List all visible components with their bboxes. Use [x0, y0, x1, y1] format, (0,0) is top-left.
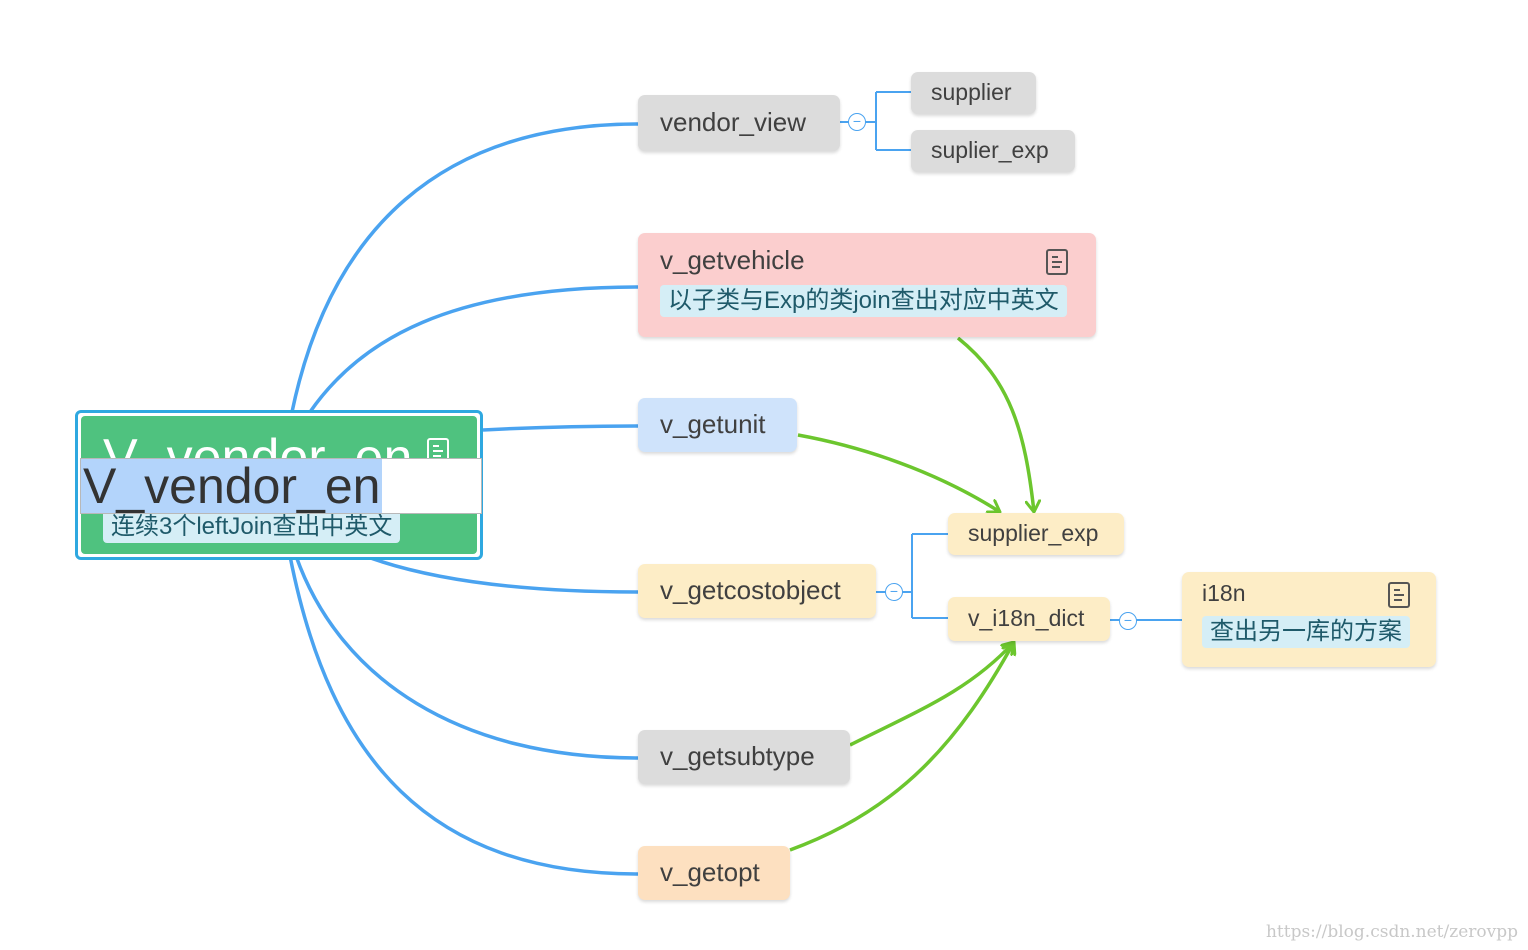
topic-v-getsubtype[interactable]: v_getsubtype [638, 730, 850, 784]
topic-label: supplier [931, 79, 1012, 105]
branch-line-v-getcostobject [364, 554, 639, 594]
topic-label: v_getvehicle [660, 245, 805, 275]
topic-label: v_getunit [660, 409, 766, 439]
topic-supplier[interactable]: supplier [911, 72, 1036, 114]
topic-suplier-exp[interactable]: suplier_exp [911, 130, 1075, 172]
root-title-edit-field[interactable]: V_vendor_en [80, 458, 482, 514]
sub-line-v-getcostobject [876, 533, 948, 619]
branch-line-v-getsubtype [294, 555, 639, 760]
note-icon[interactable] [1388, 582, 1410, 608]
relation-arrow-opt-to-i18n-dict [789, 642, 1014, 852]
topic-v-getvehicle[interactable]: v_getvehicle 以子类与Exp的类join查出对应中英文 [638, 233, 1096, 337]
topic-v-getunit[interactable]: v_getunit [638, 398, 797, 452]
relation-arrow-vehicle-to-supplier-exp [956, 336, 1034, 512]
topic-i18n[interactable]: i18n 查出另一库的方案 [1182, 572, 1436, 667]
topic-label: supplier_exp [968, 520, 1099, 546]
topic-label: v_getopt [660, 857, 760, 887]
topic-note: 查出另一库的方案 [1202, 616, 1410, 648]
topic-label: vendor_view [660, 107, 806, 137]
branch-line-v-getvehicle [308, 285, 639, 413]
note-icon[interactable] [1046, 249, 1068, 275]
relation-arrow-subtype-to-i18n-dict [849, 642, 1014, 747]
topic-note: 以子类与Exp的类join查出对应中英文 [660, 285, 1067, 317]
relation-arrow-unit-to-supplier-exp [797, 433, 1000, 512]
topic-v-i18n-dict[interactable]: v_i18n_dict [948, 597, 1110, 641]
topic-label: v_i18n_dict [968, 605, 1085, 631]
topic-label: v_getcostobject [660, 575, 841, 605]
topic-v-getopt[interactable]: v_getopt [638, 846, 790, 900]
branch-line-vendor-view [290, 122, 639, 413]
topic-label: v_getsubtype [660, 741, 815, 771]
topic-v-getcostobject[interactable]: v_getcostobject [638, 564, 876, 618]
branch-line-v-getunit [482, 424, 639, 432]
topic-label: i18n [1202, 580, 1246, 606]
branch-line-v-getopt [288, 555, 639, 876]
collapse-button-vendor-view[interactable]: − [848, 113, 866, 131]
topic-supplier-exp[interactable]: supplier_exp [948, 513, 1124, 555]
collapse-button-v-getcostobject[interactable]: − [885, 583, 903, 601]
collapse-button-v-i18n-dict[interactable]: − [1119, 612, 1137, 630]
root-title-selection: V_vendor_en [81, 458, 383, 514]
topic-label: suplier_exp [931, 137, 1049, 163]
topic-vendor-view[interactable]: vendor_view [638, 95, 840, 151]
watermark: https://blog.csdn.net/zerovpp [1265, 922, 1518, 942]
